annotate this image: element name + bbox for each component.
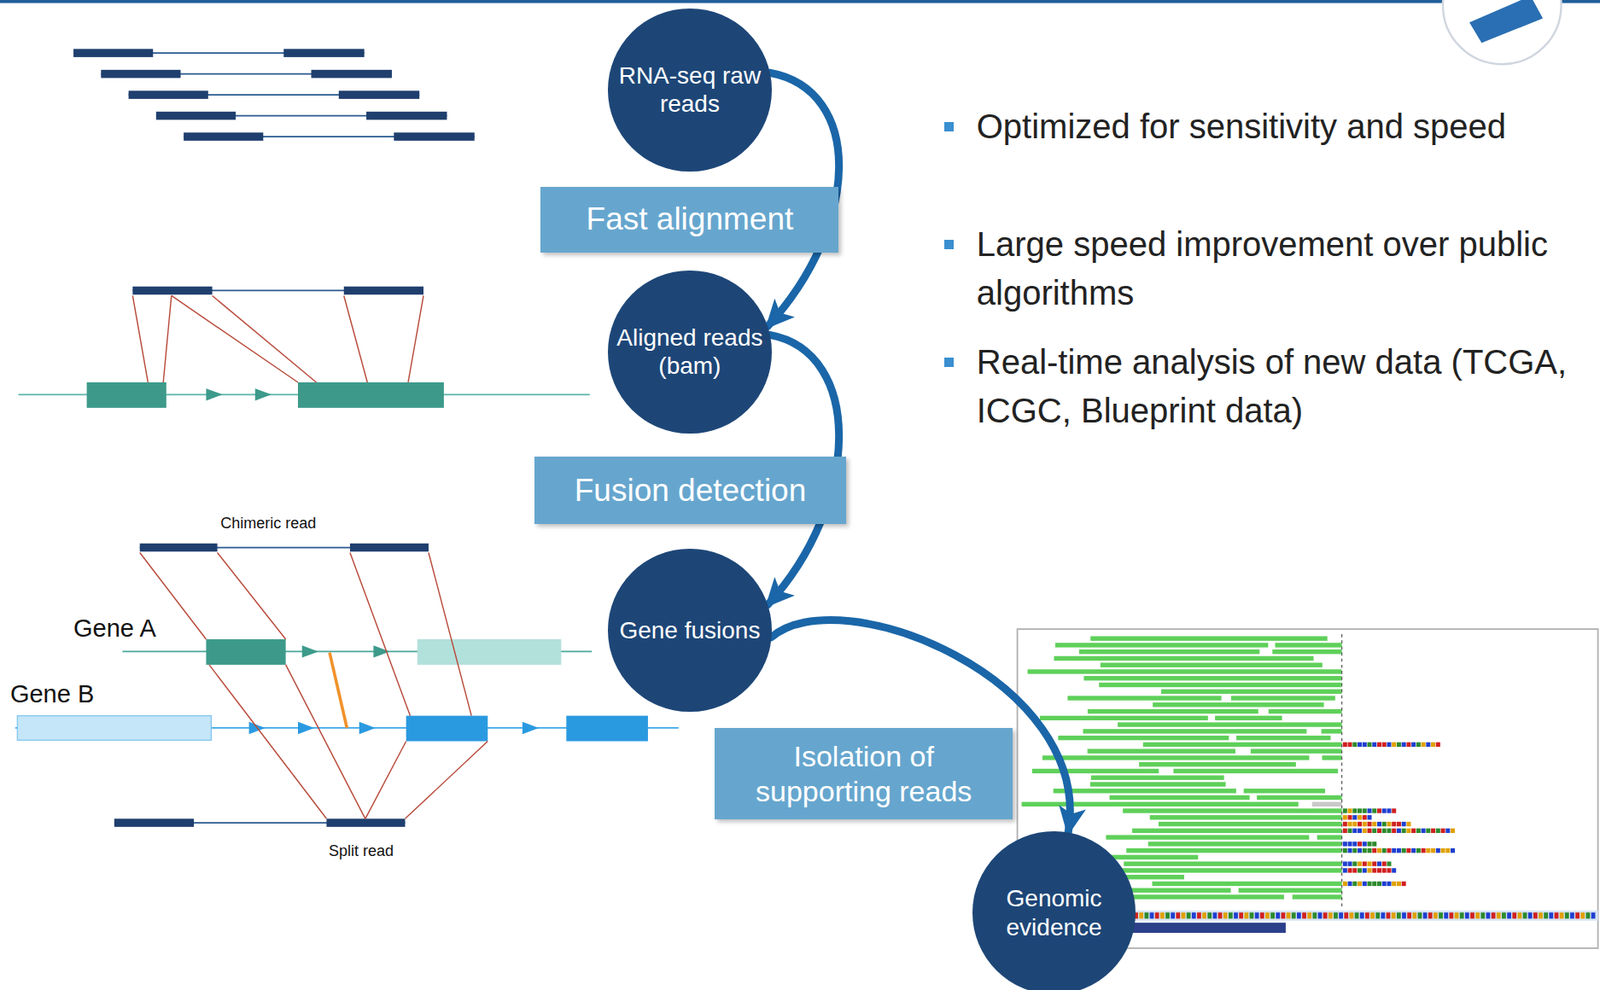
header-line bbox=[0, 0, 1600, 4]
step-box: Fusion detection bbox=[534, 456, 847, 525]
step-label: Fast alignment bbox=[586, 200, 795, 239]
circle-label: Aligned reads (bam) bbox=[613, 323, 766, 381]
stage-circle: Aligned reads (bam) bbox=[607, 270, 771, 434]
circle-label: RNA-seq raw reads bbox=[613, 61, 766, 119]
bullet-square bbox=[944, 122, 954, 132]
fusion-figure bbox=[15, 543, 679, 828]
read-pairs bbox=[73, 48, 475, 141]
figure-label: Split read bbox=[328, 843, 394, 861]
logo-mark bbox=[1469, 0, 1543, 43]
logo bbox=[1442, 0, 1562, 65]
stage-circle: Genomic evidence bbox=[972, 831, 1136, 990]
bullet-text: Large speed improvement over public algo… bbox=[976, 220, 1589, 318]
figure-label: Gene B bbox=[10, 681, 94, 709]
stage-circle: Gene fusions bbox=[607, 548, 771, 713]
step-box: Fast alignment bbox=[540, 186, 839, 254]
figure-label: Chimeric read bbox=[220, 515, 316, 533]
bullet-text: Real-time analysis of new data (TCGA, IC… bbox=[976, 338, 1589, 436]
bullet-text: Optimized for sensitivity and speed bbox=[976, 102, 1589, 152]
circle-label: Gene fusions bbox=[613, 616, 766, 646]
stage-circle: RNA-seq raw reads bbox=[607, 8, 771, 172]
figure-label: Gene A bbox=[73, 615, 157, 643]
aligned-read-figure bbox=[18, 286, 590, 409]
step-label: Isolation of supporting reads bbox=[723, 739, 1005, 810]
step-box: Isolation of supporting reads bbox=[714, 728, 1013, 819]
step-label: Fusion detection bbox=[574, 472, 807, 510]
bullet-square bbox=[944, 239, 954, 250]
bullet-square bbox=[944, 357, 954, 368]
circle-label: Genomic evidence bbox=[977, 884, 1131, 942]
